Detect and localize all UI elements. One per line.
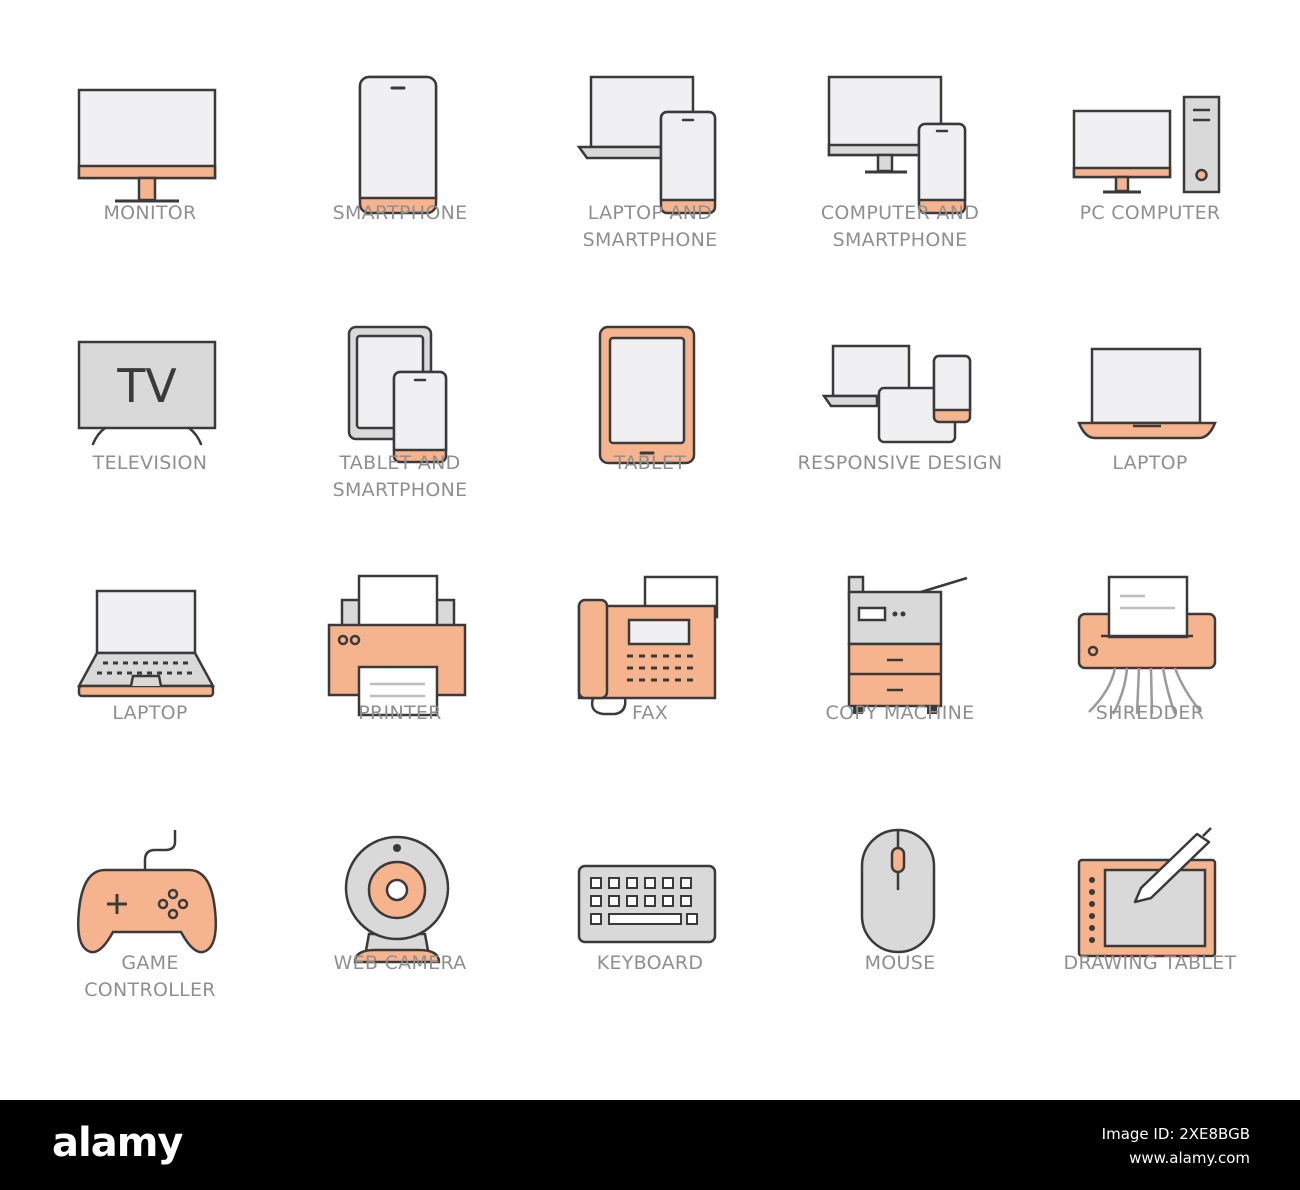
icon-label: MOUSE bbox=[864, 952, 936, 974]
tablet-and-smartphone-icon bbox=[347, 325, 448, 464]
monitor-icon bbox=[77, 88, 217, 203]
icon-label: DRAWING TABLET bbox=[1063, 952, 1237, 974]
laptop-icon bbox=[1077, 347, 1217, 440]
brand-logo: alamy bbox=[52, 1120, 183, 1166]
icon-cell-laptop-keyboard: LAPTOP bbox=[25, 520, 275, 770]
laptop-and-smartphone-icon bbox=[576, 75, 717, 215]
tablet-icon bbox=[598, 325, 696, 465]
icon-cell-web-camera: WEB CAMERA bbox=[275, 770, 525, 1020]
smartphone-icon bbox=[358, 75, 438, 215]
icon-cell-monitor: MONITOR bbox=[25, 20, 275, 270]
icon-cell-mouse: MOUSE bbox=[775, 770, 1025, 1020]
icon-label: KEYBOARD bbox=[596, 952, 704, 974]
icon-cell-laptop: LAPTOP bbox=[1025, 270, 1275, 520]
fax-icon bbox=[577, 575, 719, 716]
icon-cell-pc-computer: PC COMPUTER bbox=[1025, 20, 1275, 270]
icon-label: PC COMPUTER bbox=[1079, 202, 1221, 224]
icon-cell-responsive-design: RESPONSIVE DESIGN bbox=[775, 270, 1025, 520]
game-controller-icon bbox=[77, 830, 217, 954]
site-url: www.alamy.com bbox=[1129, 1149, 1250, 1167]
icon-label: RESPONSIVE DESIGN bbox=[797, 452, 1003, 474]
mouse-icon bbox=[860, 828, 936, 954]
icon-cell-printer: PRINTER bbox=[275, 520, 525, 770]
icon-cell-fax: FAX bbox=[525, 520, 775, 770]
tv-screen-text: TV bbox=[116, 359, 177, 413]
icon-label: SHREDDER bbox=[1095, 702, 1205, 724]
icon-label: TELEVISION bbox=[92, 452, 208, 474]
shredder-icon bbox=[1077, 575, 1217, 715]
icon-cell-keyboard: KEYBOARD bbox=[525, 770, 775, 1020]
web-camera-icon bbox=[344, 835, 450, 964]
image-id: Image ID: 2XE8BGB bbox=[1101, 1125, 1250, 1143]
computer-and-smartphone-icon bbox=[827, 75, 967, 215]
icon-label: COPY MACHINE bbox=[825, 702, 975, 724]
pc-computer-icon bbox=[1072, 95, 1221, 194]
printer-icon bbox=[327, 574, 467, 717]
image-meta: Image ID: 2XE8BGB www.alamy.com bbox=[1020, 1122, 1250, 1170]
footer-bar: alamy Image ID: 2XE8BGB www.alamy.com bbox=[0, 1100, 1300, 1190]
copy-machine-icon bbox=[847, 575, 968, 714]
icon-cell-drawing-tablet: DRAWING TABLET bbox=[1025, 770, 1275, 1020]
icon-cell-tablet: TABLET bbox=[525, 270, 775, 520]
icon-cell-shredder: SHREDDER bbox=[1025, 520, 1275, 770]
icon-label: LAPTOP bbox=[1112, 452, 1188, 474]
keyboard-icon bbox=[577, 864, 717, 944]
icon-label: SMARTPHONE bbox=[332, 202, 468, 224]
icon-label: TABLET bbox=[613, 452, 687, 474]
icon-label: WEB CAMERA bbox=[333, 952, 467, 974]
icon-label: FAX bbox=[631, 702, 669, 724]
icon-cell-copy-machine: COPY MACHINE bbox=[775, 520, 1025, 770]
drawing-tablet-icon bbox=[1077, 827, 1217, 958]
icon-label: LAPTOP bbox=[112, 702, 188, 724]
television-icon: TV bbox=[77, 340, 217, 446]
laptop-keyboard-icon bbox=[76, 589, 216, 698]
icon-label: MONITOR bbox=[103, 202, 197, 224]
responsive-design-icon bbox=[821, 344, 972, 444]
icon-cell-smartphone: SMARTPHONE bbox=[275, 20, 525, 270]
icon-cell-television: TV TELEVISION bbox=[25, 270, 275, 520]
icon-label: PRINTER bbox=[358, 702, 442, 724]
